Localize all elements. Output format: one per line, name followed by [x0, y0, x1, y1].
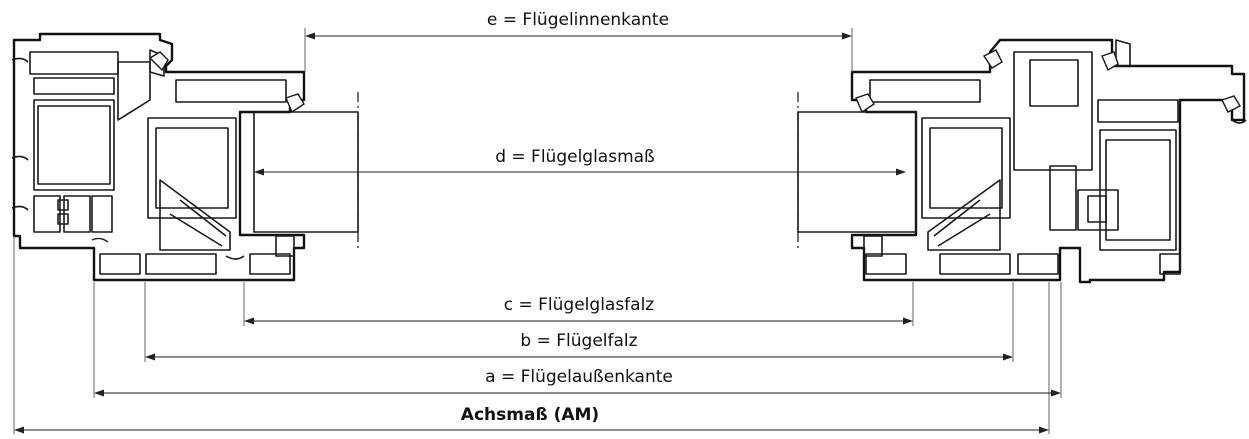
dimension-b-label: b = Flügelfalz — [520, 331, 637, 351]
dimension-e-label: e = Flügelinnenkante — [487, 10, 669, 30]
dimension-d-label: d = Flügelglasmaß — [495, 147, 655, 167]
dimension-d: d = Flügelglasmaß — [254, 147, 906, 176]
dimension-c: c = Flügelglasfalz — [244, 295, 913, 325]
dimension-axis-spacing: Achsmaß (AM) — [14, 405, 1049, 434]
dimension-e: e = Flügelinnenkante — [305, 10, 852, 40]
dimension-b: b = Flügelfalz — [145, 331, 1013, 361]
dimension-axis-spacing-label: Achsmaß (AM) — [461, 405, 599, 425]
left-frame-profile — [11, 32, 306, 282]
dimension-a-label: a = Flügelaußenkante — [485, 367, 673, 387]
right-frame-profile — [850, 38, 1247, 284]
dimension-a: a = Flügelaußenkante — [94, 367, 1061, 397]
dimension-c-label: c = Flügelglasfalz — [504, 295, 655, 315]
